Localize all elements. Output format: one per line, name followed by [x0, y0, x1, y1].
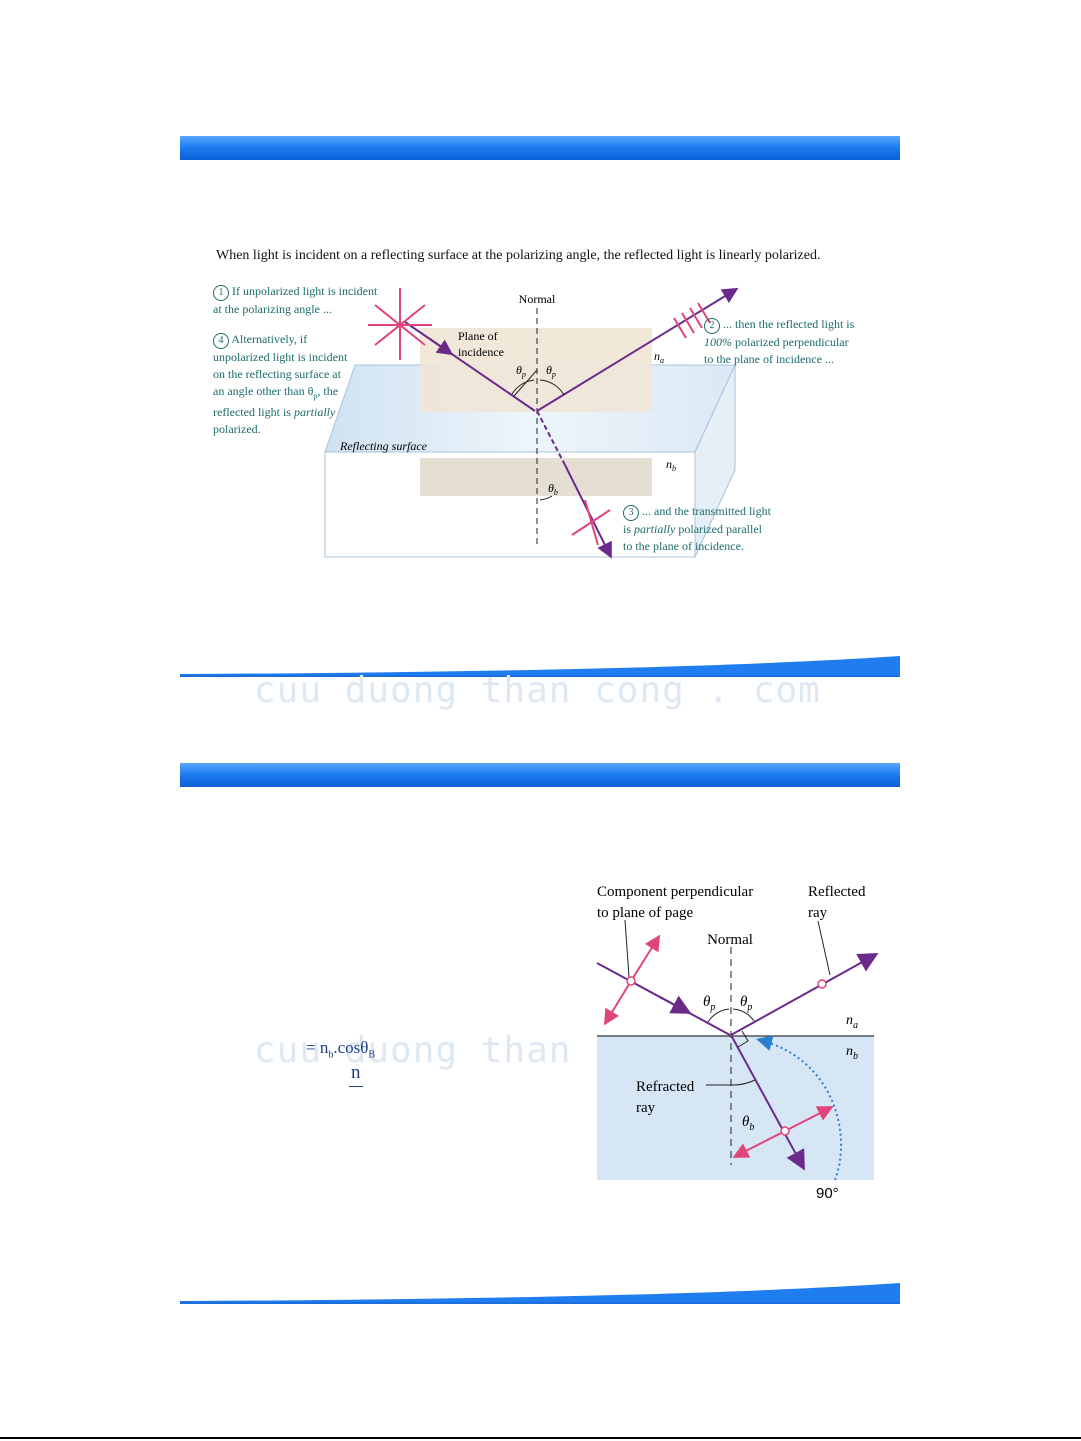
n-b-label-2: nb — [846, 1044, 858, 1062]
n-a-label: na — [654, 349, 664, 365]
refracted-ray — [730, 1034, 805, 1171]
refracted-label-line1: Refracted — [636, 1079, 695, 1095]
component-leader-line — [624, 919, 630, 978]
plane-label-line2: incidence — [458, 345, 504, 359]
note-4: 4 Alternatively, if unpolarized light is… — [213, 331, 347, 438]
ninety-degree-arc — [756, 1035, 842, 1181]
note-4-line3: on the reflecting surface at — [213, 367, 341, 381]
incident-ray-2-arrow — [659, 995, 692, 1014]
theta-p-left-label-2: θp — [703, 994, 715, 1013]
page-bottom-border — [0, 1437, 1081, 1439]
unpolarized-star-icon — [368, 288, 432, 360]
note-1-line2: at the polarizing angle ... — [213, 302, 332, 316]
incident-ray-arrow — [429, 338, 454, 356]
theta-p-left-label: θp — [516, 363, 526, 379]
note-3-line1: ... and the transmitted light — [642, 504, 771, 518]
n-a-label-2: na — [846, 1013, 858, 1031]
brewster-angle-diagram: Component perpendicular to plane of page… — [596, 884, 879, 1202]
reflected-ray-2 — [730, 953, 879, 1036]
note-2-line2: 100% polarized perpendicular — [704, 335, 849, 349]
note-1-line1: If unpolarized light is incident — [232, 284, 378, 298]
theta-p-right-label: θp — [546, 363, 556, 379]
note-4-line5: reflected light is partially — [213, 405, 336, 420]
theta-b-arc — [539, 495, 553, 501]
note-4-line4: an angle other than θp, the — [213, 384, 339, 401]
reflected-label-line2: ray — [808, 905, 828, 921]
incident-ray — [404, 321, 536, 412]
incident-polarization-icon — [603, 934, 661, 1026]
reflected-label-line1: Reflected — [808, 884, 866, 900]
n-b-label: nb — [666, 457, 676, 473]
note-2: 2 ... then the reflected light is 100% p… — [704, 316, 854, 368]
slide1-header-bar — [180, 136, 900, 160]
theta-p-left-arc — [513, 369, 538, 397]
component-label-line2: to plane of page — [597, 905, 694, 921]
slide1-watermark: cuu duong than cong . com — [254, 670, 821, 711]
right-angle-marker-icon — [737, 1030, 749, 1048]
refracted-polarization-icon — [732, 1106, 834, 1158]
plane-label-line1: Plane of — [458, 329, 498, 343]
note-2-number: 2 — [704, 318, 720, 334]
slide2-header-bar — [180, 763, 900, 787]
plane-of-incidence-lower — [420, 458, 652, 496]
note-4-line2: unpolarized light is incident — [213, 350, 348, 364]
note-3-number: 3 — [623, 505, 639, 521]
normal-label: Normal — [519, 292, 556, 306]
reflected-leader-line — [817, 920, 831, 976]
note-2-line1: ... then the reflected light is — [723, 317, 855, 331]
theta-p-right-label-2: θp — [740, 994, 752, 1013]
note-1: 1 If unpolarized light is incident at th… — [213, 283, 377, 318]
theta-p-arc-right — [539, 379, 565, 396]
slide1-footer-swoosh — [180, 656, 900, 677]
formula-fraction-n: n — [349, 1062, 363, 1087]
reflected-perpendicular-dot-icon — [817, 979, 827, 989]
theta-p-arc-left — [511, 379, 535, 395]
note-1-number: 1 — [213, 285, 229, 301]
theta-b-label-2: θb — [742, 1114, 754, 1133]
slide1-caption: When light is incident on a reflecting s… — [216, 248, 821, 263]
polarizing-angle-diagram: Normal Plane of incidence θp θp θb na nb… — [324, 287, 739, 559]
refracted-label-line2: ray — [636, 1100, 656, 1116]
note-3-line3: to the plane of incidence. — [623, 539, 744, 553]
note-2-line3: to the plane of incidence ... — [704, 352, 834, 366]
note-4-line6: polarized. — [213, 422, 261, 437]
transmitted-polarization-cross-icon — [571, 499, 611, 546]
ninety-degree-label: 90° — [816, 1185, 839, 1202]
slide2-footer-swoosh — [180, 1283, 900, 1304]
theta-b-label: θb — [548, 481, 558, 497]
brewster-formula: = nb.cosθB — [306, 1038, 376, 1061]
theta-p-arc-right-2 — [732, 1008, 755, 1022]
plane-of-incidence-upper — [420, 328, 652, 412]
normal-label-2: Normal — [707, 932, 753, 948]
note-3-line2: is partially polarized parallel — [623, 522, 762, 536]
transmitted-ray-dashed — [536, 410, 566, 466]
reflecting-surface-label: Reflecting surface — [339, 439, 428, 453]
note-3: 3 ... and the transmitted light is parti… — [623, 503, 771, 555]
theta-p-arc-left-2 — [707, 1008, 730, 1023]
note-4-line1: Alternatively, if — [231, 332, 308, 346]
note-4-number: 4 — [213, 333, 229, 349]
component-label-line1: Component perpendicular — [597, 884, 753, 900]
